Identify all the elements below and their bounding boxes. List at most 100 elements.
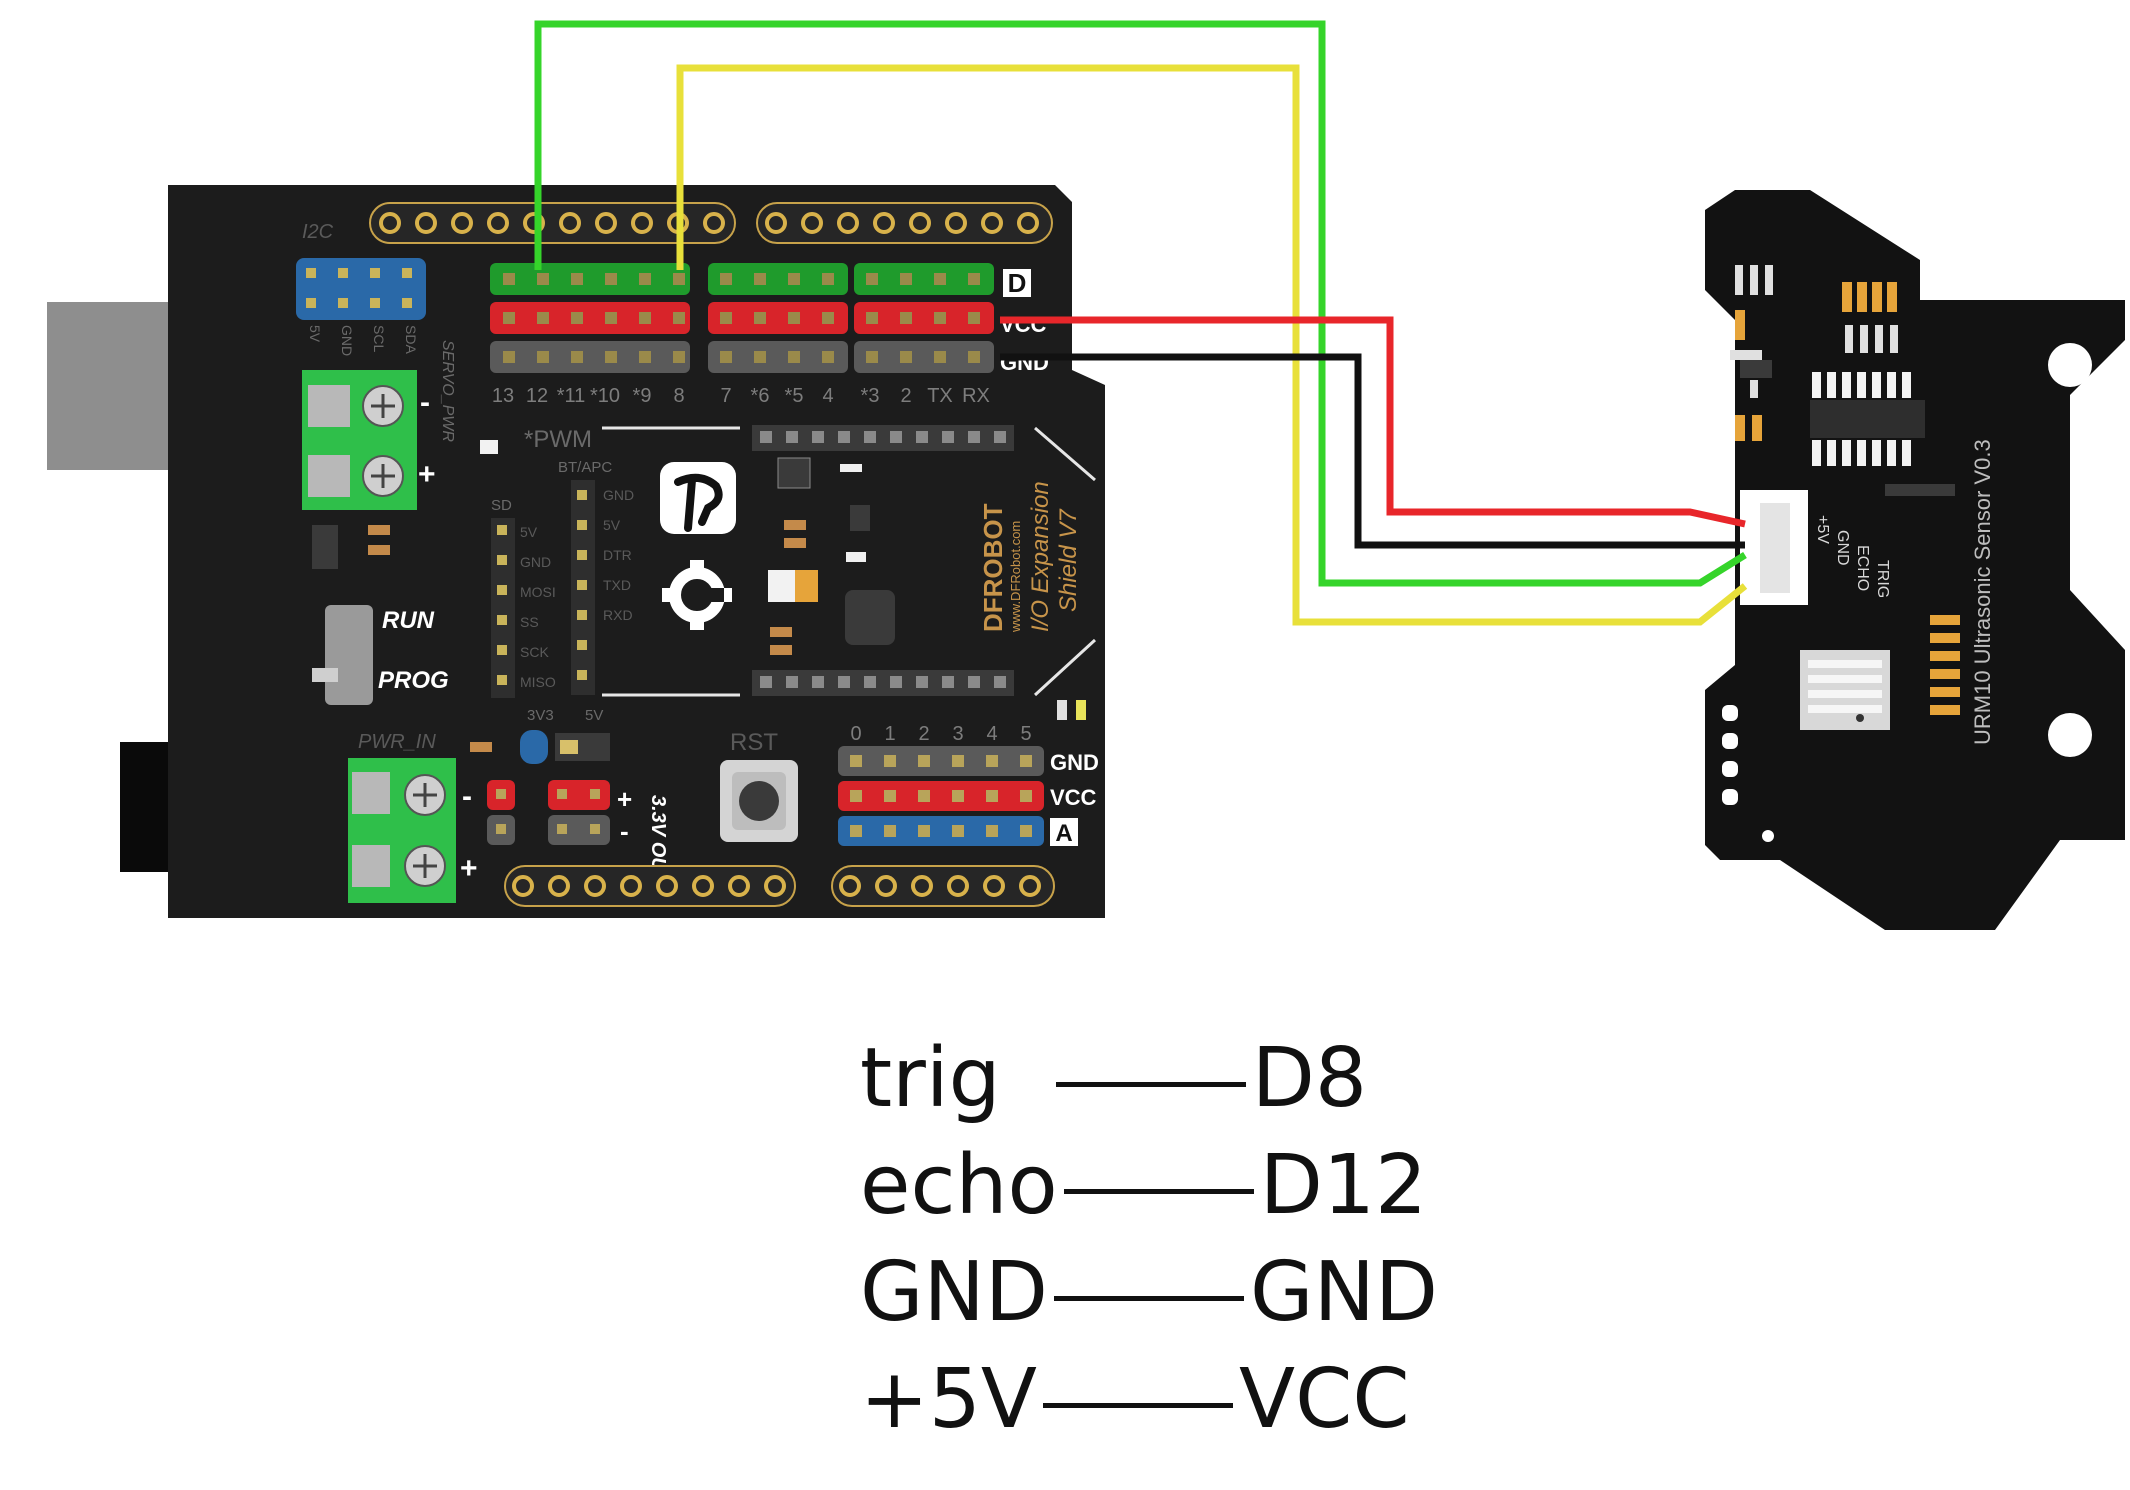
pwr-plus: + bbox=[460, 852, 478, 885]
connection-dash bbox=[1054, 1296, 1245, 1301]
wires bbox=[534, 20, 1748, 626]
wireless-module-outline bbox=[602, 426, 1097, 697]
sd-pin-label: MOSI bbox=[520, 584, 556, 600]
i2c-label: I2C bbox=[302, 221, 334, 243]
connection-from: trig bbox=[860, 1031, 1001, 1126]
pin-label: TX bbox=[927, 385, 953, 407]
analog-pin-label: 0 bbox=[850, 723, 861, 745]
v33-label: 3V3 bbox=[527, 707, 554, 724]
pin-label: 8 bbox=[673, 385, 684, 407]
connection-from: echo bbox=[860, 1138, 1058, 1233]
connection-dash bbox=[1063, 1189, 1254, 1194]
sd-pin-label: 5V bbox=[520, 524, 538, 540]
servo-plus: + bbox=[418, 458, 436, 491]
bt-label: BT/APC bbox=[558, 459, 612, 476]
digital-marker: D bbox=[1008, 268, 1027, 298]
pin-label: 4 bbox=[822, 385, 833, 407]
bt-header: BT/APC GND 5V DTR TXD RXD bbox=[558, 459, 634, 695]
sensor-pin-label: GND bbox=[1834, 530, 1851, 566]
connection-dash bbox=[1055, 1082, 1246, 1087]
pin-label: 7 bbox=[720, 385, 731, 407]
pin-label: 12 bbox=[526, 385, 548, 407]
dfrobot-logo-icon bbox=[660, 462, 736, 534]
analog-pin-label: 2 bbox=[918, 723, 929, 745]
analog-pin-label: 5 bbox=[1020, 723, 1031, 745]
reset-button: RST bbox=[720, 729, 798, 842]
servo-pwr-label: SERVO_PWR bbox=[439, 340, 456, 442]
ultrasonic-sensor: +5V GND ECHO TRIG bbox=[1705, 190, 2125, 930]
servo-minus: - bbox=[420, 386, 430, 419]
pin-label: 2 bbox=[900, 385, 911, 407]
wire-trig bbox=[676, 64, 1748, 626]
i2c-header: I2C 5V GND SCL SDA bbox=[296, 221, 426, 356]
pin-label: *9 bbox=[633, 385, 652, 407]
bt-pin-label: GND bbox=[603, 487, 634, 503]
pin-label: *5 bbox=[785, 385, 804, 407]
wire-vcc bbox=[1000, 316, 1746, 528]
sensor-pin-label: ECHO bbox=[1854, 545, 1871, 591]
i2c-pin-label: 5V bbox=[307, 325, 323, 343]
pin-label: *3 bbox=[861, 385, 880, 407]
website-text: www.DFRobot.com bbox=[1008, 521, 1023, 633]
shield-version-text: Shield V7 bbox=[1055, 508, 1082, 612]
rst-label: RST bbox=[730, 729, 778, 756]
i2c-pin-label: GND bbox=[339, 325, 355, 356]
out33-header: + - 3.3V OUT bbox=[487, 780, 669, 886]
run-prog-switch: RUN PROG bbox=[312, 605, 449, 705]
sd-label: SD bbox=[491, 497, 512, 514]
analog-marker: A bbox=[1055, 820, 1072, 847]
power-in-terminal: PWR_IN - + bbox=[348, 731, 478, 903]
connection-dash bbox=[1042, 1403, 1233, 1408]
connection-legend: trig D8 echo D12 GND GND +5V VCC bbox=[860, 1025, 1560, 1453]
connection-to: GND bbox=[1250, 1245, 1439, 1340]
connection-row: +5V VCC bbox=[860, 1346, 1560, 1453]
out33-plus: + bbox=[617, 784, 632, 814]
connection-from: GND bbox=[860, 1245, 1049, 1340]
header-top-right bbox=[756, 202, 1053, 244]
sensor-pin-label: TRIG bbox=[1874, 560, 1891, 598]
i2c-pin-label: SCL bbox=[371, 325, 387, 352]
connection-to: D12 bbox=[1259, 1138, 1428, 1233]
pwr-minus: - bbox=[462, 780, 472, 813]
bt-pin-label: TXD bbox=[603, 577, 631, 593]
connection-to: D8 bbox=[1251, 1031, 1368, 1126]
servo-power-terminal: - + SERVO_PWR bbox=[302, 340, 456, 510]
bt-pin-label: RXD bbox=[603, 607, 633, 623]
wire-echo bbox=[534, 20, 1747, 587]
analog-header: 0 1 2 3 4 5 GND VCC A bbox=[838, 723, 1099, 847]
sd-header: SD 5V GND MOSI SS SCK MISO bbox=[491, 497, 556, 698]
analog-vcc-label: VCC bbox=[1050, 785, 1097, 810]
pin-label: 13 bbox=[492, 385, 514, 407]
prog-label: PROG bbox=[378, 667, 449, 694]
pin-label: RX bbox=[962, 385, 990, 407]
sensor-pin-label: +5V bbox=[1814, 515, 1831, 544]
out33-minus: - bbox=[620, 816, 629, 846]
analog-pin-label: 1 bbox=[884, 723, 895, 745]
out33-label: 3.3V OUT bbox=[647, 795, 669, 886]
bt-pin-label: DTR bbox=[603, 547, 632, 563]
header-top-left bbox=[369, 202, 736, 244]
digital-header: D VCC GND bbox=[490, 263, 1049, 375]
sd-pin-label: SCK bbox=[520, 644, 549, 660]
voltage-jumper: 3V3 5V bbox=[470, 707, 610, 764]
connection-row: echo D12 bbox=[860, 1132, 1560, 1239]
run-label: RUN bbox=[382, 607, 435, 634]
sd-pin-label: SS bbox=[520, 614, 539, 630]
digital-pin-labels: 13 12 *11 *10 *9 8 7 *6 *5 4 *3 2 TX RX bbox=[492, 385, 990, 407]
connection-row: trig D8 bbox=[860, 1025, 1560, 1132]
analog-pin-label: 3 bbox=[952, 723, 963, 745]
analog-gnd-label: GND bbox=[1050, 750, 1099, 775]
v5-label: 5V bbox=[585, 707, 603, 724]
pwm-label: *PWM bbox=[524, 426, 592, 453]
header-bottom-left bbox=[504, 865, 796, 907]
pin-label: *6 bbox=[751, 385, 770, 407]
connection-to: VCC bbox=[1238, 1352, 1410, 1447]
bt-pin-label: 5V bbox=[603, 517, 621, 533]
wire-gnd bbox=[1000, 353, 1745, 549]
sd-pin-label: GND bbox=[520, 554, 551, 570]
pin-label: *11 bbox=[557, 385, 586, 407]
shield-branding: DFROBOT www.DFRobot.com I/O Expansion Sh… bbox=[978, 481, 1082, 633]
gear-icon bbox=[662, 560, 732, 630]
pin-label: *10 bbox=[590, 385, 620, 407]
